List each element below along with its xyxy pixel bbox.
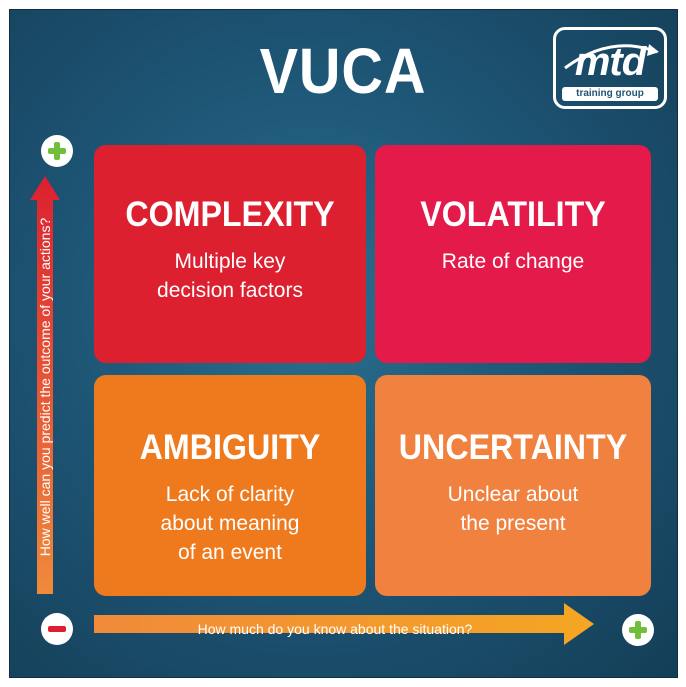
vertical-axis-arrow xyxy=(30,176,60,594)
mtd-logo: mtd training group xyxy=(553,27,667,109)
quadrant-heading: UNCERTAINTY xyxy=(398,428,628,467)
logo-swoosh-icon xyxy=(564,44,659,70)
quadrant-heading: VOLATILITY xyxy=(420,195,606,234)
quadrant-description: Lack of clarity about meaning of an even… xyxy=(160,483,300,564)
page-title: VUCA xyxy=(259,35,427,107)
quadrant-volatility: VOLATILITY Rate of change xyxy=(375,145,651,363)
quadrant-complexity: COMPLEXITY Multiple key decision factors xyxy=(94,145,366,363)
logo-subtext: training group xyxy=(562,87,658,101)
quadrant-description: Rate of change xyxy=(441,250,585,273)
quadrant-ambiguity: AMBIGUITY Lack of clarity about meaning … xyxy=(94,375,366,596)
plus-icon xyxy=(622,614,654,646)
horizontal-axis-label: How much do you know about the situation… xyxy=(197,621,473,637)
logo-text: mtd xyxy=(574,40,646,84)
quadrant-heading: COMPLEXITY xyxy=(125,195,335,234)
minus-icon xyxy=(41,613,73,645)
horizontal-axis-arrow xyxy=(94,603,594,645)
quadrant-uncertainty: UNCERTAINTY Unclear about the present xyxy=(375,375,651,596)
quadrant-description: Unclear about the present xyxy=(447,483,579,535)
plus-icon xyxy=(41,135,73,167)
quadrant-heading: AMBIGUITY xyxy=(139,428,321,467)
vertical-axis-label: How well can you predict the outcome of … xyxy=(37,217,53,557)
quadrant-description: Multiple key decision factors xyxy=(157,250,303,302)
